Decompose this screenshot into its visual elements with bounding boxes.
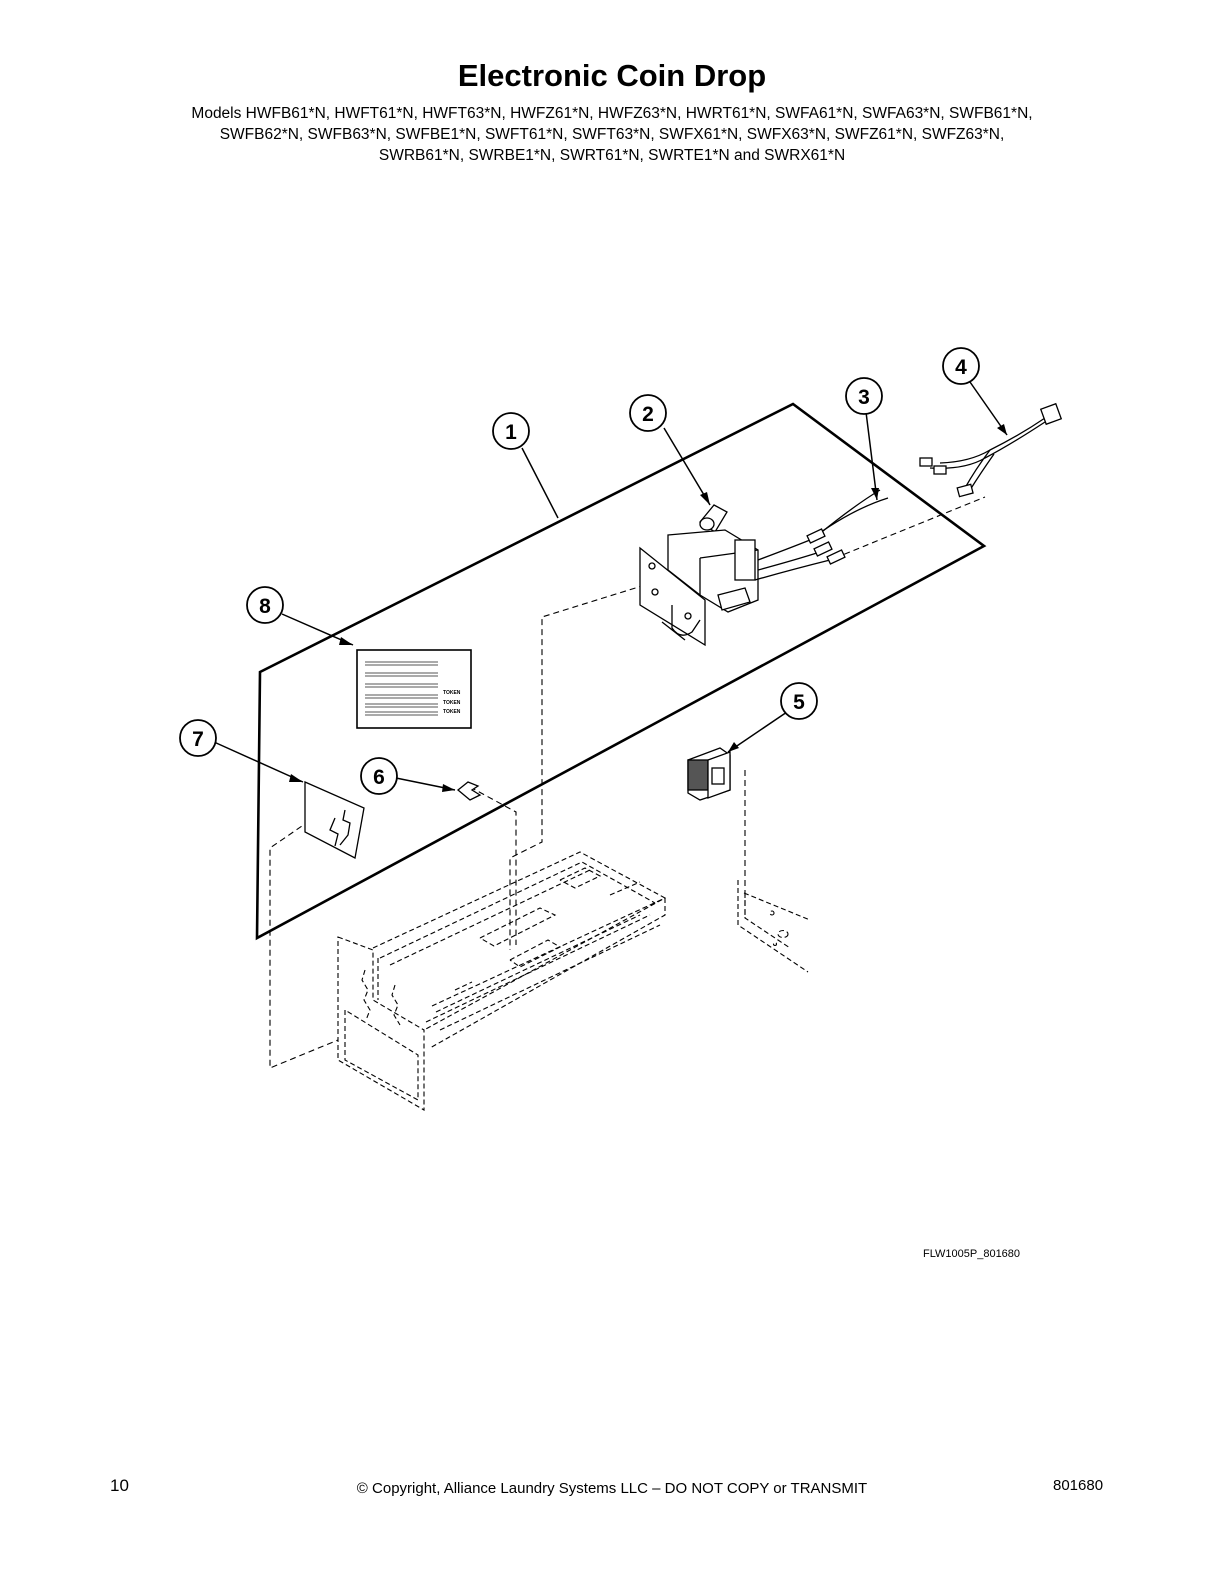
callout-8: 8 [246, 586, 284, 624]
callout-7: 7 [179, 719, 217, 757]
callout-6-label: 6 [373, 766, 385, 789]
document-number: 801680 [1053, 1477, 1104, 1494]
callout-leaders [213, 381, 1008, 791]
page-title: Electronic Coin Drop [457, 58, 767, 93]
callout-4: 4 [942, 347, 980, 385]
clip-part [456, 781, 482, 801]
callout-6: 6 [360, 757, 398, 795]
callout-3: 3 [845, 377, 883, 415]
coin-drop-sensor-assembly [639, 489, 889, 647]
figure-code: FLW1005P_801680 [923, 1248, 1021, 1260]
side-bracket [737, 880, 811, 973]
copyright-notice: © Copyright, Alliance Laundry Systems LL… [356, 1480, 868, 1497]
callout-5-label: 5 [793, 691, 805, 714]
model-line-2: SWFB62*N, SWFB63*N, SWFBE1*N, SWFT61*N, … [219, 126, 1005, 143]
assembly-lines [269, 496, 986, 1069]
coin-slot-plate [304, 781, 365, 859]
model-line-1: Models HWFB61*N, HWFT61*N, HWFT63*N, HWF… [191, 105, 1033, 122]
coin-decal: TOKEN TOKEN TOKEN [356, 649, 472, 729]
callout-1: 1 [492, 412, 530, 450]
model-list: Models HWFB61*N, HWFT61*N, HWFT63*N, HWF… [112, 103, 1112, 166]
decal-token-label-1: TOKEN [443, 690, 461, 696]
page-number: 10 [110, 1476, 129, 1495]
callout-3-label: 3 [858, 386, 870, 409]
model-line-3: SWRB61*N, SWRBE1*N, SWRT61*N, SWRTE1*N a… [378, 147, 846, 164]
wire-harness [919, 402, 1063, 498]
coin-drop-housing [337, 851, 667, 1111]
callout-1-label: 1 [505, 421, 517, 444]
callout-arrowheads [289, 424, 1007, 792]
callout-2: 2 [629, 394, 667, 432]
spacer-part [699, 504, 728, 533]
callout-2-label: 2 [642, 403, 654, 426]
callout-5: 5 [780, 682, 818, 720]
callout-7-label: 7 [192, 728, 204, 751]
decal-token-label-2: TOKEN [443, 700, 461, 706]
decal-token-label-3: TOKEN [443, 709, 461, 715]
relay-module [687, 747, 731, 801]
callout-4-label: 4 [955, 356, 967, 379]
coin-drop-panel [255, 402, 987, 941]
callout-8-label: 8 [259, 595, 271, 618]
